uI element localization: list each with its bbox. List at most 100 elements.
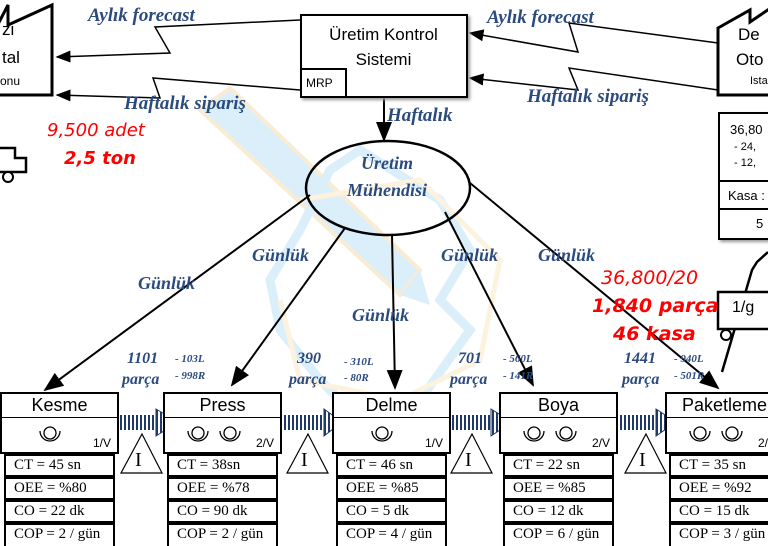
operator-count: 2/V: [591, 436, 610, 450]
process-ct: CT = 22 sn: [503, 454, 614, 477]
process-cop: COP = 2 / gün: [167, 523, 278, 546]
truck-outbound-icon: [716, 290, 768, 331]
inventory-right: - 998R: [175, 370, 206, 382]
right-order-label: Haftalık sipariş: [527, 86, 649, 107]
daily-label-4: Günlük: [441, 245, 499, 265]
inventory-left: - 560L: [503, 353, 533, 365]
inventory-unit: parça: [289, 371, 327, 388]
process-name: Paketleme: [665, 392, 768, 419]
process-ct: CT = 38sn: [167, 454, 278, 477]
inventory-unit: parça: [622, 371, 660, 388]
engineer-title: Üretim Mühendisi: [346, 153, 428, 200]
customer-info-box: 36,80 - 24, - 12, Kasa : 5: [718, 112, 768, 240]
inventory-right: - 80R: [344, 372, 369, 384]
customer-demand-left: - 24,: [734, 141, 757, 153]
process-name: Press: [163, 392, 282, 419]
inbound-qty: 9,500 adet: [47, 120, 145, 141]
process-ct: CT = 46 sn: [336, 454, 447, 477]
process-name: Delme: [332, 392, 451, 419]
process-cop: COP = 6 / gün: [503, 523, 614, 546]
daily-label-2: Günlük: [252, 245, 310, 265]
process-cop: COP = 4 / gün: [336, 523, 447, 546]
customer-name-2: Oto: [736, 50, 764, 69]
operator-count: 2/V: [255, 436, 274, 450]
weekly-label: Haftalık: [387, 105, 453, 126]
divider: [720, 180, 768, 182]
daily-arrow-boya: [444, 211, 534, 387]
divider: [720, 208, 768, 210]
inventory-qty: 701: [458, 350, 482, 367]
customer-factory-icon: [716, 7, 768, 97]
process-ct: CT = 35 sn: [669, 454, 768, 477]
daily-arrow-press: [230, 227, 346, 387]
operator-icon: [721, 426, 743, 442]
mrp-label: MRP: [300, 68, 347, 98]
truck-inbound-icon: [0, 146, 28, 183]
inventory-unit: parça: [450, 371, 488, 388]
process-co: CO = 90 dk: [167, 500, 278, 523]
process-co: CO = 15 dk: [669, 500, 768, 523]
operator-icon: [39, 426, 61, 442]
process-oee: OEE = %78: [167, 477, 278, 500]
inbound-weight: 2,5 ton: [64, 148, 136, 169]
operator-cell: 1/V: [0, 418, 119, 454]
inventory-symbol: I: [301, 449, 308, 471]
supplier-factory-icon: [0, 2, 54, 97]
customer-demand-right: - 12,: [734, 157, 757, 169]
supplier-location: onu: [0, 74, 21, 88]
customer-demand: 36,80: [730, 122, 763, 137]
inventory-qty: 390: [297, 350, 321, 367]
production-control-box: Üretim Kontrol Sistemi MRP: [300, 14, 468, 98]
inventory-left: - 940L: [674, 353, 704, 365]
process-co: CO = 22 dk: [4, 500, 115, 523]
operator-cell: 2/V: [665, 418, 768, 454]
daily-arrow-kesme: [43, 194, 311, 392]
customer-name-1: De: [738, 25, 760, 44]
process-ct: CT = 45 sn: [4, 454, 115, 477]
right-forecast-label: Aylık forecast: [487, 7, 594, 28]
operator-cell: 2/V: [163, 418, 282, 454]
operator-cell: 1/V: [332, 418, 451, 454]
operator-icon: [555, 426, 577, 442]
inventory-symbol: I: [135, 449, 142, 471]
inventory-symbol: I: [465, 449, 472, 471]
process-co: CO = 12 dk: [503, 500, 614, 523]
process-cop: COP = 3 / gün: [669, 523, 768, 546]
right-order-arrow: [468, 67, 719, 91]
operator-icon: [371, 426, 393, 442]
production-control-title: Üretim Kontrol Sistemi: [329, 25, 438, 69]
inventory-right: - 501R: [674, 370, 705, 382]
operator-icon: [689, 426, 711, 442]
outbound-calc: 36,800/20: [601, 267, 699, 289]
supplier-name-1: zi: [2, 20, 15, 39]
engineer-ellipse: [304, 139, 472, 237]
process-name: Boya: [499, 392, 618, 419]
left-forecast-arrow: [55, 19, 301, 63]
daily-label-1: Günlük: [138, 273, 196, 293]
operator-count: 2/V: [757, 436, 768, 450]
inventory-left: - 310L: [344, 356, 374, 368]
left-order-arrow: [55, 77, 301, 102]
daily-arrow-paketleme: [469, 182, 720, 390]
process-name: Kesme: [0, 392, 119, 419]
outbound-parts: 1,840 parça: [592, 295, 719, 317]
inventory-left: - 103L: [175, 353, 205, 365]
operator-count: 1/V: [424, 436, 443, 450]
operator-count: 1/V: [92, 436, 111, 450]
outbound-boxes: 46 kasa: [613, 323, 696, 345]
process-co: CO = 5 dk: [336, 500, 447, 523]
process-oee: OEE = %85: [336, 477, 447, 500]
operator-icon: [187, 426, 209, 442]
customer-location: Ista: [750, 75, 768, 87]
process-oee: OEE = %80: [4, 477, 115, 500]
customer-box-value: 5: [756, 216, 764, 231]
right-forecast-arrow: [468, 22, 719, 53]
operator-icon: [219, 426, 241, 442]
daily-label-3: Günlük: [352, 305, 410, 325]
daily-arrow-delme: [386, 234, 403, 390]
daily-label-5: Günlük: [538, 245, 596, 265]
process-cop: COP = 2 / gün: [4, 523, 115, 546]
inventory-qty: 1101: [127, 350, 159, 367]
